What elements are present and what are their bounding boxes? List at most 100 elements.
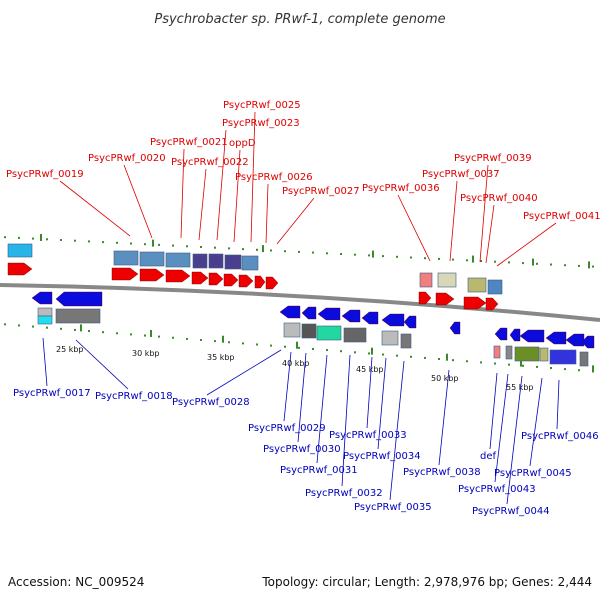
scale-label: 50 kbp bbox=[431, 374, 459, 383]
reverse-gene-label[interactable]: PsycPRwf_0018 bbox=[95, 391, 173, 402]
tick-dot bbox=[18, 324, 20, 327]
feature-block bbox=[7, 243, 33, 258]
genome-summary-text: Topology: circular; Length: 2,978,976 bp… bbox=[261, 575, 592, 589]
reverse-gene-label[interactable]: PsycPRwf_0030 bbox=[263, 444, 341, 455]
upper-tick-track bbox=[4, 234, 594, 269]
tick-dot bbox=[508, 261, 510, 264]
reverse-gene-leader bbox=[389, 360, 405, 501]
forward-arrow bbox=[7, 262, 33, 276]
tick-dot bbox=[326, 252, 328, 255]
major-tick bbox=[588, 261, 590, 269]
tick-dot bbox=[354, 351, 356, 354]
reverse-gene-arrows bbox=[31, 291, 595, 349]
major-tick bbox=[262, 245, 264, 253]
tick-dot bbox=[172, 244, 174, 247]
forward-gene-label[interactable]: PsycPRwf_0041 bbox=[523, 211, 600, 222]
tick-dot bbox=[284, 250, 286, 253]
tick-dot bbox=[102, 331, 104, 334]
reverse-gene-label[interactable]: PsycPRwf_0034 bbox=[343, 451, 421, 462]
forward-arrow bbox=[191, 271, 209, 285]
tick-dot bbox=[578, 369, 580, 372]
tick-dot bbox=[270, 344, 272, 347]
forward-gene-label[interactable]: PsycPRwf_0020 bbox=[88, 153, 166, 164]
scale-label: 55 kbp bbox=[506, 383, 534, 392]
feature-block bbox=[139, 251, 165, 267]
forward-gene-leader bbox=[180, 148, 185, 239]
reverse-gene-label[interactable]: PsycPRwf_0044 bbox=[472, 506, 550, 517]
feature-block bbox=[539, 347, 549, 362]
tick-dot bbox=[242, 342, 244, 345]
forward-gene-leader bbox=[485, 204, 495, 264]
forward-gene-label[interactable]: PsycPRwf_0026 bbox=[235, 172, 313, 183]
forward-gene-label[interactable]: PsycPRwf_0027 bbox=[282, 186, 360, 197]
tick-dot bbox=[494, 260, 496, 263]
forward-gene-label[interactable]: PsycPRwf_0023 bbox=[222, 118, 300, 129]
reverse-gene-leader bbox=[316, 354, 328, 464]
reverse-gene-label[interactable]: PsycPRwf_0028 bbox=[172, 397, 250, 408]
tick-dot bbox=[144, 334, 146, 337]
forward-gene-label[interactable]: PsycPRwf_0022 bbox=[171, 157, 249, 168]
tick-dot bbox=[382, 353, 384, 356]
reverse-gene-label[interactable]: def bbox=[480, 451, 497, 462]
tick-dot bbox=[214, 340, 216, 343]
feature-block bbox=[467, 277, 487, 293]
lower-tick-track bbox=[4, 323, 594, 373]
reverse-gene-labels: PsycPRwf_0017 PsycPRwf_0018PsycPRwf_0028P… bbox=[13, 388, 599, 517]
tick-dot bbox=[60, 327, 62, 330]
forward-gene-label[interactable]: PsycPRwf_0040 bbox=[460, 193, 538, 204]
feature-block bbox=[343, 327, 367, 343]
feature-block bbox=[37, 307, 53, 317]
reverse-gene-label[interactable]: PsycPRwf_0033 bbox=[329, 430, 407, 441]
tick-dot bbox=[60, 239, 62, 241]
forward-gene-label[interactable]: oppD bbox=[229, 138, 256, 149]
tick-dot bbox=[88, 330, 90, 333]
reverse-gene-label[interactable]: PsycPRwf_0045 bbox=[494, 468, 572, 479]
reverse-gene-label[interactable]: PsycPRwf_0017 bbox=[13, 388, 91, 399]
tick-dot bbox=[536, 365, 538, 368]
feature-block bbox=[400, 333, 412, 349]
tick-dot bbox=[116, 241, 118, 244]
tick-dot bbox=[102, 241, 104, 244]
reverse-gene-label[interactable]: PsycPRwf_0032 bbox=[305, 488, 383, 499]
tick-dot bbox=[144, 243, 146, 246]
tick-dot bbox=[424, 356, 426, 359]
forward-gene-label[interactable]: PsycPRwf_0021 bbox=[150, 137, 228, 148]
forward-gene-label[interactable]: PsycPRwf_0039 bbox=[454, 153, 532, 164]
reverse-gene-label[interactable]: PsycPRwf_0031 bbox=[280, 465, 358, 476]
tick-dot bbox=[410, 355, 412, 358]
major-tick bbox=[80, 324, 82, 332]
reverse-gene-label[interactable]: PsycPRwf_0035 bbox=[354, 502, 432, 513]
reverse-gene-label[interactable]: PsycPRwf_0038 bbox=[403, 467, 481, 478]
feature-block bbox=[487, 279, 503, 295]
feature-block bbox=[419, 272, 433, 288]
tick-dot bbox=[410, 256, 412, 259]
reverse-gene-leader bbox=[556, 379, 560, 430]
reverse-arrow bbox=[301, 306, 317, 320]
feature-block bbox=[224, 254, 242, 270]
forward-gene-label[interactable]: PsycPRwf_0037 bbox=[422, 169, 500, 180]
forward-gene-leader bbox=[59, 180, 131, 237]
reverse-gene-label[interactable]: PsycPRwf_0029 bbox=[248, 423, 326, 434]
feature-block bbox=[514, 346, 540, 362]
forward-arrow bbox=[254, 275, 266, 289]
tick-dot bbox=[522, 364, 524, 367]
forward-gene-label[interactable]: PsycPRwf_0036 bbox=[362, 183, 440, 194]
tick-dot bbox=[550, 367, 552, 369]
major-tick bbox=[296, 341, 298, 349]
forward-gene-label[interactable]: PsycPRwf_0025 bbox=[223, 100, 301, 111]
tick-dot bbox=[158, 335, 160, 338]
tick-dot bbox=[74, 328, 76, 331]
reverse-gene-label[interactable]: PsycPRwf_0043 bbox=[458, 484, 536, 495]
tick-dot bbox=[550, 263, 552, 266]
reverse-gene-label[interactable]: PsycPRwf_0046 bbox=[521, 431, 599, 442]
reverse-gene-leader bbox=[438, 369, 450, 466]
accession-text: Accession: NC_009524 bbox=[8, 575, 144, 589]
reverse-arrow bbox=[361, 311, 379, 325]
genome-backbone bbox=[0, 283, 600, 322]
forward-gene-label[interactable]: PsycPRwf_0019 bbox=[6, 169, 84, 180]
reverse-gene-leader bbox=[494, 373, 509, 483]
tick-dot bbox=[46, 326, 48, 329]
forward-gene-leaders bbox=[59, 111, 557, 267]
tick-dot bbox=[116, 332, 118, 335]
tick-dot bbox=[228, 341, 230, 344]
